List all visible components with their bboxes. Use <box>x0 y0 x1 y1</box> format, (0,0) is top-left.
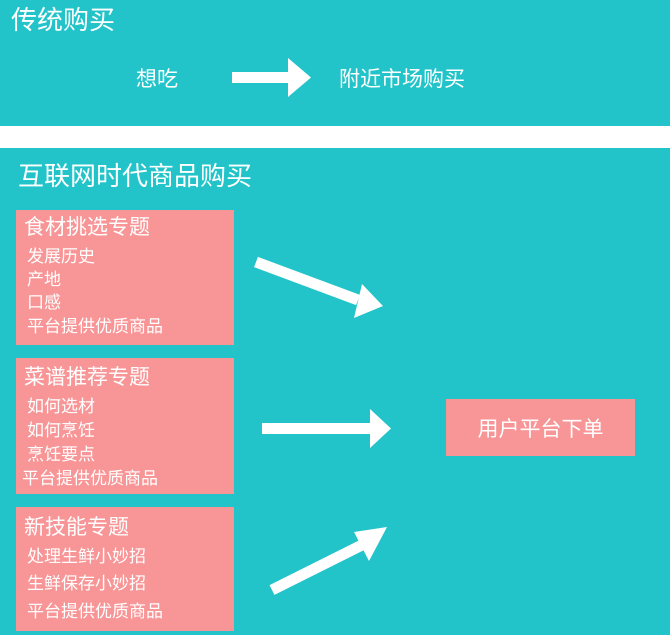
list-item: 口感 <box>27 293 61 313</box>
list-item: 平台提供优质商品 <box>27 317 163 337</box>
internet-title: 互联网时代商品购买 <box>18 162 253 192</box>
list-item: 平台提供优质商品 <box>27 602 163 622</box>
traditional-panel: 传统购买 想吃 附近市场购买 <box>0 0 670 126</box>
diagonal-down-arrowhead-icon <box>354 284 383 318</box>
user-platform-order-box: 用户平台下单 <box>446 399 635 456</box>
diagonal-up-arrow-icon <box>269 540 365 595</box>
list-item: 烹饪要点 <box>27 445 95 465</box>
list-item: 处理生鲜小妙招 <box>27 547 146 567</box>
ingredient-topic-box: 食材挑选专题 发展历史 产地 口感 平台提供优质商品 <box>16 210 234 345</box>
diagonal-down-arrow-icon <box>254 256 360 306</box>
traditional-title: 传统购买 <box>11 6 116 36</box>
list-item: 生鲜保存小妙招 <box>27 574 146 594</box>
new-skills-topic-title: 新技能专题 <box>24 515 129 539</box>
recipe-topic-title: 菜谱推荐专题 <box>24 365 150 389</box>
traditional-to-label: 附近市场购买 <box>339 67 465 91</box>
right-arrow-icon <box>232 58 311 97</box>
list-item: 产地 <box>27 270 61 290</box>
list-item: 如何烹饪 <box>27 421 95 441</box>
list-item: 如何选材 <box>27 397 95 417</box>
right-arrow-icon <box>262 409 391 448</box>
recipe-topic-box: 菜谱推荐专题 如何选材 如何烹饪 烹饪要点 平台提供优质商品 <box>16 358 234 494</box>
ingredient-topic-title: 食材挑选专题 <box>24 215 150 239</box>
list-item: 发展历史 <box>27 247 95 267</box>
user-platform-order-label: 用户平台下单 <box>477 416 604 441</box>
list-item: 平台提供优质商品 <box>22 469 158 489</box>
diagonal-up-arrowhead-icon <box>354 527 387 561</box>
traditional-from-label: 想吃 <box>136 67 178 91</box>
new-skills-topic-box: 新技能专题 处理生鲜小妙招 生鲜保存小妙招 平台提供优质商品 <box>16 507 234 631</box>
